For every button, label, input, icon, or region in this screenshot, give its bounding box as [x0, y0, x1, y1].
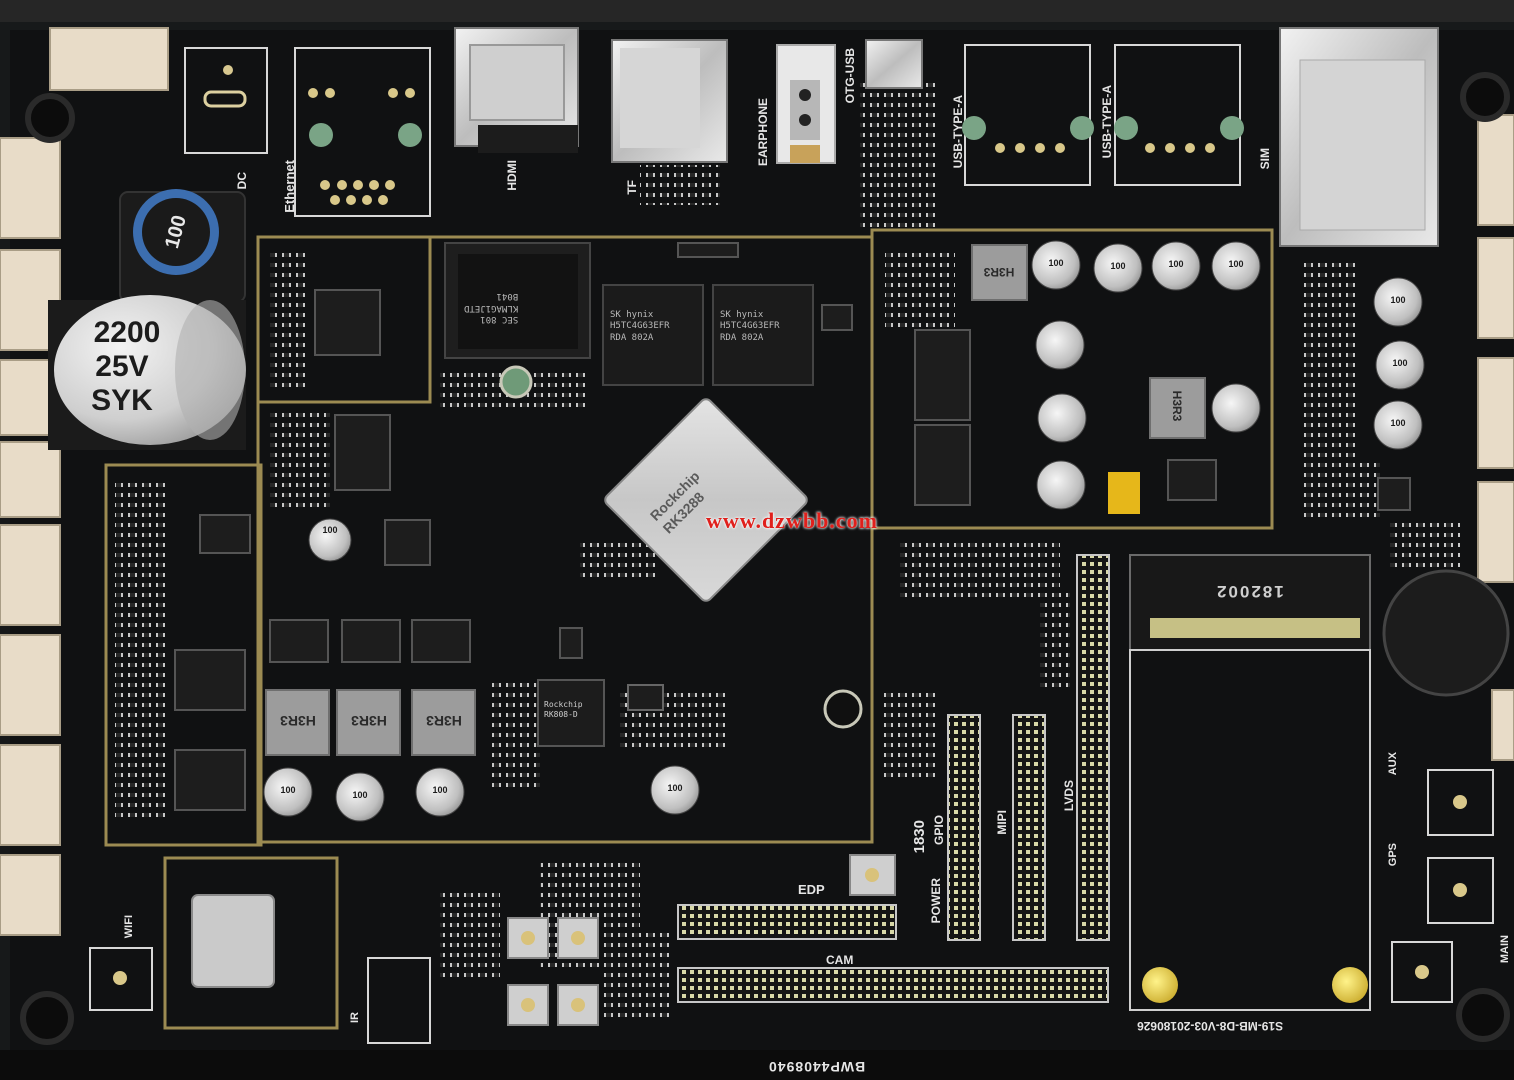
- inductor-h3r3-marking: H3R3: [280, 713, 316, 729]
- ir-label: IR: [349, 1012, 361, 1023]
- tf-label: TF: [625, 180, 639, 195]
- gpio-label: GPIO: [932, 815, 946, 846]
- pmic-line: RK808-D: [544, 710, 578, 719]
- watermark: www.dzwbb.com: [706, 508, 878, 533]
- pmic-line: Rockchip: [544, 700, 583, 709]
- inductor-h3r3-marking: H3R3: [983, 265, 1015, 279]
- mipi-label: MIPI: [995, 810, 1009, 835]
- usb-type-a-label: USB-TYPE-A: [1100, 85, 1114, 159]
- small-cap-marking: 100: [667, 783, 683, 793]
- small-cap-marking: 100: [352, 790, 368, 800]
- big-cap-brand: SYK: [91, 384, 153, 417]
- board-id-label: S19-MB-D8-V03-20180626: [1137, 1019, 1284, 1033]
- small-cap-marking: 100: [432, 785, 448, 795]
- mpcie-code-label: 182002: [1215, 582, 1284, 601]
- emmc-marking: SEC 801 KLMAG1JETD B041: [464, 290, 518, 324]
- cam-label: CAM: [826, 953, 854, 967]
- pmic-marking: Rockchip RK808-D: [544, 700, 583, 720]
- main-label: MAIN: [1499, 935, 1511, 964]
- aux-label: AUX: [1387, 752, 1399, 776]
- emmc-line: SEC 801: [480, 313, 519, 324]
- ram-line: RDA 802A: [610, 332, 654, 343]
- ram-line: SK hynix: [610, 310, 654, 320]
- inductor-h3r3-marking: H3R3: [426, 713, 462, 729]
- dc-label: DC: [235, 172, 249, 190]
- small-cap-marking: 100: [1390, 295, 1406, 305]
- ram-marking: SK hynix H5TC4G63EFR RDA 802A: [720, 310, 780, 344]
- ram-line: SK hynix: [720, 310, 764, 320]
- hdmi-label: HDMI: [505, 160, 519, 191]
- usb-type-a-label: USB-TYPE-A: [951, 95, 965, 169]
- big-cap-value: 2200: [93, 316, 161, 349]
- lvds-label: LVDS: [1062, 780, 1076, 812]
- earphone-label: EARPHONE: [756, 98, 770, 167]
- pcb-code-label: BWP4408940: [768, 1059, 866, 1075]
- inductor-h3r3-marking: H3R3: [351, 713, 387, 729]
- otg-usb-label: OTG-USB: [843, 48, 857, 104]
- small-cap-marking: 100: [1228, 259, 1244, 269]
- gps-label: GPS: [1387, 843, 1399, 867]
- ram-line: H5TC4G63EFR: [610, 321, 670, 332]
- edp-label: EDP: [798, 882, 825, 897]
- small-cap-marking: 100: [322, 525, 338, 535]
- emmc-line: KLMAG1JETD: [464, 302, 519, 313]
- small-cap-marking: 100: [1168, 259, 1184, 269]
- emmc-line: B041: [496, 291, 519, 302]
- ram-marking: SK hynix H5TC4G63EFR RDA 802A: [610, 310, 670, 344]
- wifi-label: WIFI: [123, 915, 135, 939]
- small-cap-marking: 100: [1048, 258, 1064, 268]
- date-code-label: 1830: [911, 820, 928, 854]
- ram-line: RDA 802A: [720, 332, 764, 343]
- small-cap-marking: 100: [280, 785, 296, 795]
- ram-line: H5TC4G63EFR: [720, 321, 780, 332]
- small-cap-marking: 100: [1110, 261, 1126, 271]
- small-cap-marking: 100: [1390, 418, 1406, 428]
- ethernet-label: Ethernet: [282, 160, 297, 213]
- power-label: POWER: [929, 878, 943, 924]
- sim-label: SIM: [1258, 148, 1272, 170]
- inductor-h3r3-marking: H3R3: [1170, 390, 1184, 422]
- small-cap-marking: 100: [1392, 358, 1408, 368]
- big-cap-voltage: 25V: [95, 350, 149, 383]
